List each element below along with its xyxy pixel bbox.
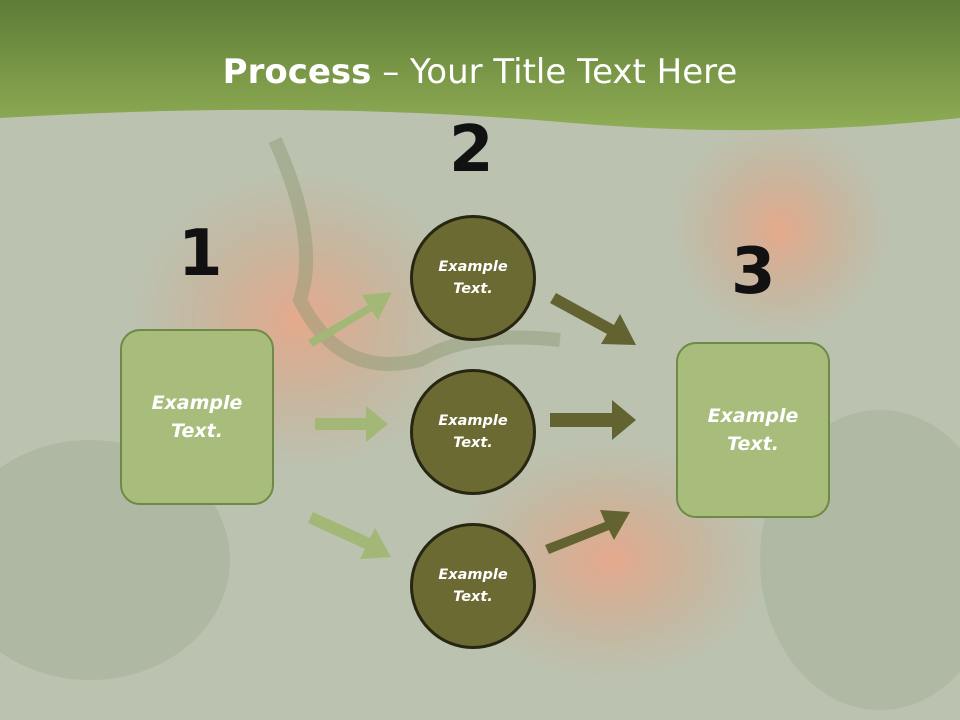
left-box-text: Example Text. <box>151 391 243 443</box>
circle-middle-text: Example Text. <box>438 412 508 451</box>
title-bold: Process <box>222 52 372 92</box>
arrow-left-to-top <box>308 292 392 347</box>
circle-top: Example Text. <box>410 215 536 341</box>
right-box: Example Text. <box>676 342 830 518</box>
title-separator: – <box>371 52 411 92</box>
arrow-bottom-to-right <box>545 510 630 554</box>
circle-middle: Example Text. <box>410 369 536 495</box>
header-band <box>0 0 960 131</box>
tomato-blur-3 <box>670 120 890 340</box>
arrow-left-to-bottom <box>308 512 391 559</box>
circle-bottom-text: Example Text. <box>438 566 508 605</box>
step-number-2: 2 <box>449 113 494 187</box>
page-title: Process – Your Title Text Here <box>0 52 960 92</box>
arrow-left-to-middle <box>315 406 388 442</box>
left-box: Example Text. <box>120 329 274 505</box>
arrow-top-to-right <box>550 293 636 345</box>
step-number-3: 3 <box>731 235 776 309</box>
step-number-1: 1 <box>178 217 223 291</box>
title-rest: Your Title Text Here <box>410 52 738 92</box>
circle-top-text: Example Text. <box>438 258 508 297</box>
arrow-middle-to-right <box>550 400 636 440</box>
right-box-text: Example Text. <box>707 404 799 456</box>
circle-bottom: Example Text. <box>410 523 536 649</box>
